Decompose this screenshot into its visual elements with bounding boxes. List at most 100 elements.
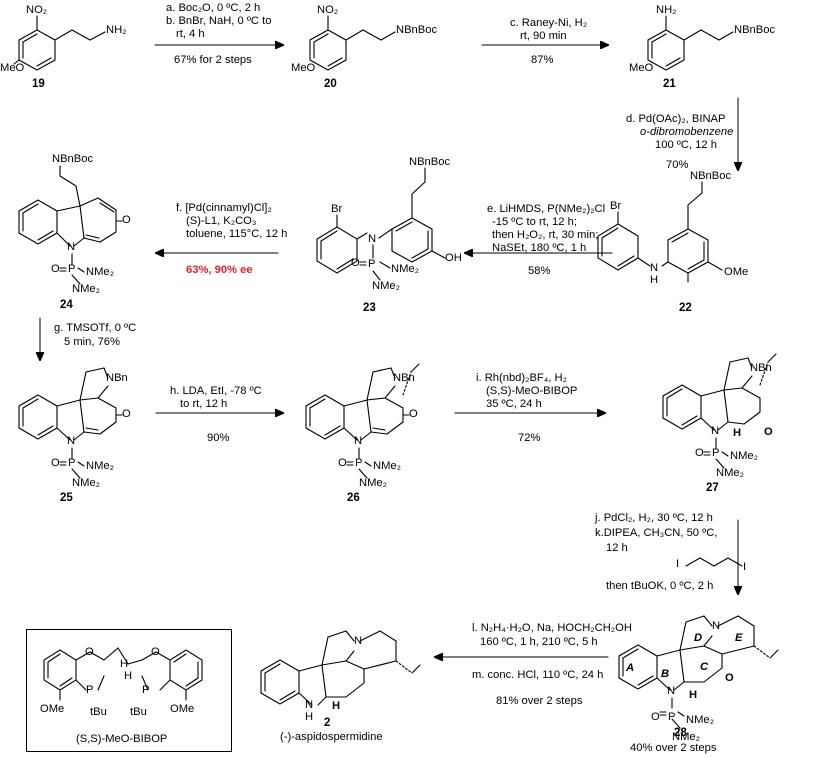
ring-label-a: A	[626, 662, 635, 674]
step-c-yield: 87%	[531, 54, 554, 66]
atom-n-24: N	[67, 241, 76, 253]
compound-label-2: 2	[324, 717, 331, 729]
atom-nme2-24a: NMe₂	[86, 266, 114, 278]
atom-p-bibop-l: P	[86, 684, 94, 696]
step-i-line-2: (S,S)-MeO-BIBOP	[486, 385, 578, 397]
atom-p-28: P	[668, 711, 676, 723]
ring-label-e: E	[735, 632, 743, 644]
step-f-line-2: (S)-L1, K₂CO₃	[186, 215, 257, 227]
atom-o-26p: O	[338, 457, 347, 469]
atom-o-23: O	[351, 257, 360, 269]
atom-o-25p: O	[51, 457, 60, 469]
compound-label-24: 24	[60, 299, 73, 311]
product-name: (-)-aspidospermidine	[280, 731, 383, 743]
atom-o-25: O	[122, 408, 131, 420]
step-jk-line-2: k.DIPEA, CH₃CN, 50 ºC,	[595, 527, 718, 539]
ligand-box	[26, 629, 232, 752]
step-g-line-1: g. TMSOTf, 0 ºC	[54, 322, 137, 334]
atom-o-28: O	[725, 672, 734, 684]
atom-nh-2-h: H	[305, 711, 314, 723]
step-jk-then: then tBuOK, 0 ºC, 2 h	[606, 580, 714, 592]
atom-o-24: O	[122, 214, 131, 226]
atom-n-28-top: N	[712, 620, 721, 632]
compound-label-27: 27	[706, 482, 719, 494]
atom-nbn-26: NBn	[393, 372, 415, 384]
structure-diiodopropane	[685, 557, 743, 567]
atom-nme2-25a: NMe₂	[86, 460, 114, 472]
structure-19	[13, 15, 106, 71]
step-c-line-2: rt, 90 min	[520, 30, 567, 42]
atom-o-27p: O	[695, 447, 704, 459]
atom-n-28: N	[667, 685, 676, 697]
atom-oh-23: OH	[445, 252, 462, 264]
atom-meo-21: MeO	[629, 62, 654, 74]
atom-p-bibop-r: P	[142, 684, 150, 696]
atom-nh-22-n: N	[650, 262, 659, 274]
reaction-arrows	[40, 45, 738, 657]
diiodo-atom-right: I	[743, 561, 747, 573]
ligand-name: (S,S)-MeO-BIBOP	[76, 733, 168, 745]
atom-h-2: H	[332, 700, 341, 712]
step-f-line-1: f. [Pd(cinnamyl)Cl]₂	[176, 202, 272, 214]
step-c-line-1: c. Raney-Ni, H₂	[510, 17, 588, 29]
atom-h-bibop-r: H	[124, 670, 133, 682]
step-ab-line-3: rt, 4 h	[176, 28, 205, 40]
step-e-line-4: NaSEt, 180 ºC, 1 h	[492, 242, 587, 254]
step-h-yield: 90%	[207, 432, 230, 444]
step-d-line-2: o-dibromobenzene	[640, 126, 734, 138]
step-i-line-1: i. Rh(nbd)₂BF₄, H₂	[476, 372, 567, 384]
structure-21	[647, 15, 734, 71]
atom-tbu-bibop-r: tBu	[130, 706, 147, 718]
step-f-line-3: toluene, 115°C, 12 h	[186, 228, 288, 240]
step-i-line-3: 35 ºC, 24 h	[486, 398, 542, 410]
compound-label-22: 22	[679, 302, 692, 314]
atom-nme2-24b: NMe₂	[72, 283, 100, 295]
compound-label-25: 25	[60, 492, 73, 504]
atom-h-28: H	[689, 689, 698, 701]
atom-n-2-top: N	[354, 635, 363, 647]
atom-o-24p: O	[51, 263, 60, 275]
atom-nbnboc-22: NBnBoc	[690, 170, 732, 182]
structure-22	[597, 181, 723, 283]
atom-n-25: N	[67, 435, 76, 447]
step-f-yield: 63%, 90% ee	[186, 264, 253, 276]
step-h-line-1: h. LDA, EtI, -78 ºC	[170, 385, 262, 397]
step-e-line-1: e. LiHMDS, P(NMe₂)₂Cl	[487, 203, 606, 215]
atom-ome-22: OMe	[724, 266, 749, 278]
atom-no2-20: NO₂	[317, 4, 339, 16]
step-g-line-2: 5 min, 76%	[64, 336, 120, 348]
atom-o-27: O	[764, 426, 773, 438]
structure-23	[316, 167, 446, 281]
atom-nbnboc-24: NBnBoc	[52, 153, 94, 165]
atom-br-23: Br	[331, 203, 343, 215]
atom-meo-20: MeO	[291, 62, 316, 74]
atom-nbnboc-23: NBnBoc	[409, 156, 451, 168]
compound-label-26: 26	[347, 492, 360, 504]
atom-h-27: H	[733, 427, 742, 439]
atom-n-27: N	[711, 425, 720, 437]
atom-nme2-27a: NMe₂	[730, 450, 758, 462]
atom-nme2-25b: NMe₂	[72, 477, 100, 489]
step-lm-line-m: m. conc. HCl, 110 ºC, 24 h	[472, 669, 604, 681]
atom-nbnboc-20: NBnBoc	[396, 24, 438, 36]
step-e-line-3: then H₂O₂, rt, 30 min;	[492, 229, 599, 241]
step-ab-line-2: b. BnBr, NaH, 0 ºC to	[166, 15, 272, 27]
atom-nbn-25: NBn	[106, 372, 128, 384]
atom-ome-bibop-r: OMe	[170, 703, 195, 715]
compound-label-19: 19	[32, 78, 45, 90]
atom-h-bibop-l: H	[120, 658, 129, 670]
compound-label-23: 23	[363, 302, 376, 314]
step-e-yield: 58%	[528, 265, 551, 277]
structure-24	[18, 165, 123, 285]
ring-label-b: B	[661, 668, 670, 680]
atom-p-26: P	[355, 457, 363, 469]
step-d-yield: 70%	[666, 159, 689, 171]
structure-25	[18, 367, 123, 479]
product-28-yield: 40% over 2 steps	[630, 742, 717, 754]
step-i-yield: 72%	[518, 432, 541, 444]
atom-o-26: O	[409, 408, 418, 420]
atom-nbnboc-21: NBnBoc	[734, 24, 776, 36]
atom-meo-19: MeO	[0, 62, 25, 74]
step-lm-line-1: l. N₂H₄·H₂O, Na, HOCH₂CH₂OH	[472, 622, 632, 634]
